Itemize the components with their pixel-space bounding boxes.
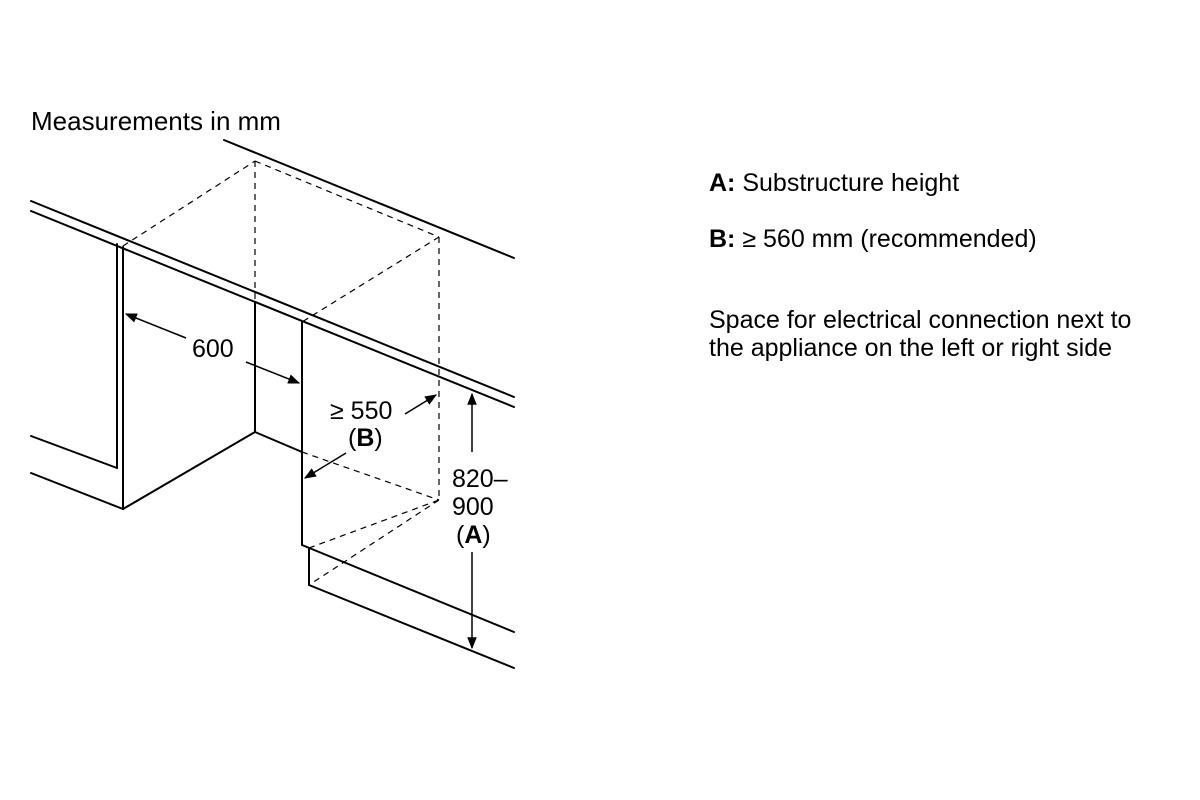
electrical-note: Space for electrical connection next to …: [709, 306, 1131, 362]
niche-back-wall: [254, 301, 303, 453]
left-cabinet: [30, 243, 256, 510]
legend-b-text: ≥ 560 mm (recommended): [742, 225, 1037, 253]
legend-b-key: B:: [709, 225, 736, 253]
appliance-outline: [122, 160, 440, 586]
height-label-line1: 820–: [452, 465, 508, 493]
height-letter-label: (A): [456, 521, 491, 549]
right-cabinet: [301, 321, 515, 669]
legend-b: B: ≥ 560 mm (recommended): [709, 225, 1037, 254]
height-label-line2: 900: [452, 493, 494, 521]
width-label: 600: [192, 335, 234, 363]
depth-dimension: [303, 394, 438, 479]
legend-a-text: Substructure height: [742, 169, 960, 197]
depth-letter-label: (B): [348, 424, 383, 452]
width-dimension: [124, 313, 301, 384]
note-line-1: Space for electrical connection next to: [709, 306, 1132, 334]
legend-a: A: Substructure height: [709, 169, 959, 198]
depth-label: ≥ 550: [330, 397, 392, 425]
diagram-title: Measurements in mm: [31, 106, 281, 136]
legend-a-key: A:: [709, 169, 736, 197]
worktop: [30, 139, 515, 408]
note-line-2: the appliance on the left or right side: [709, 334, 1113, 362]
